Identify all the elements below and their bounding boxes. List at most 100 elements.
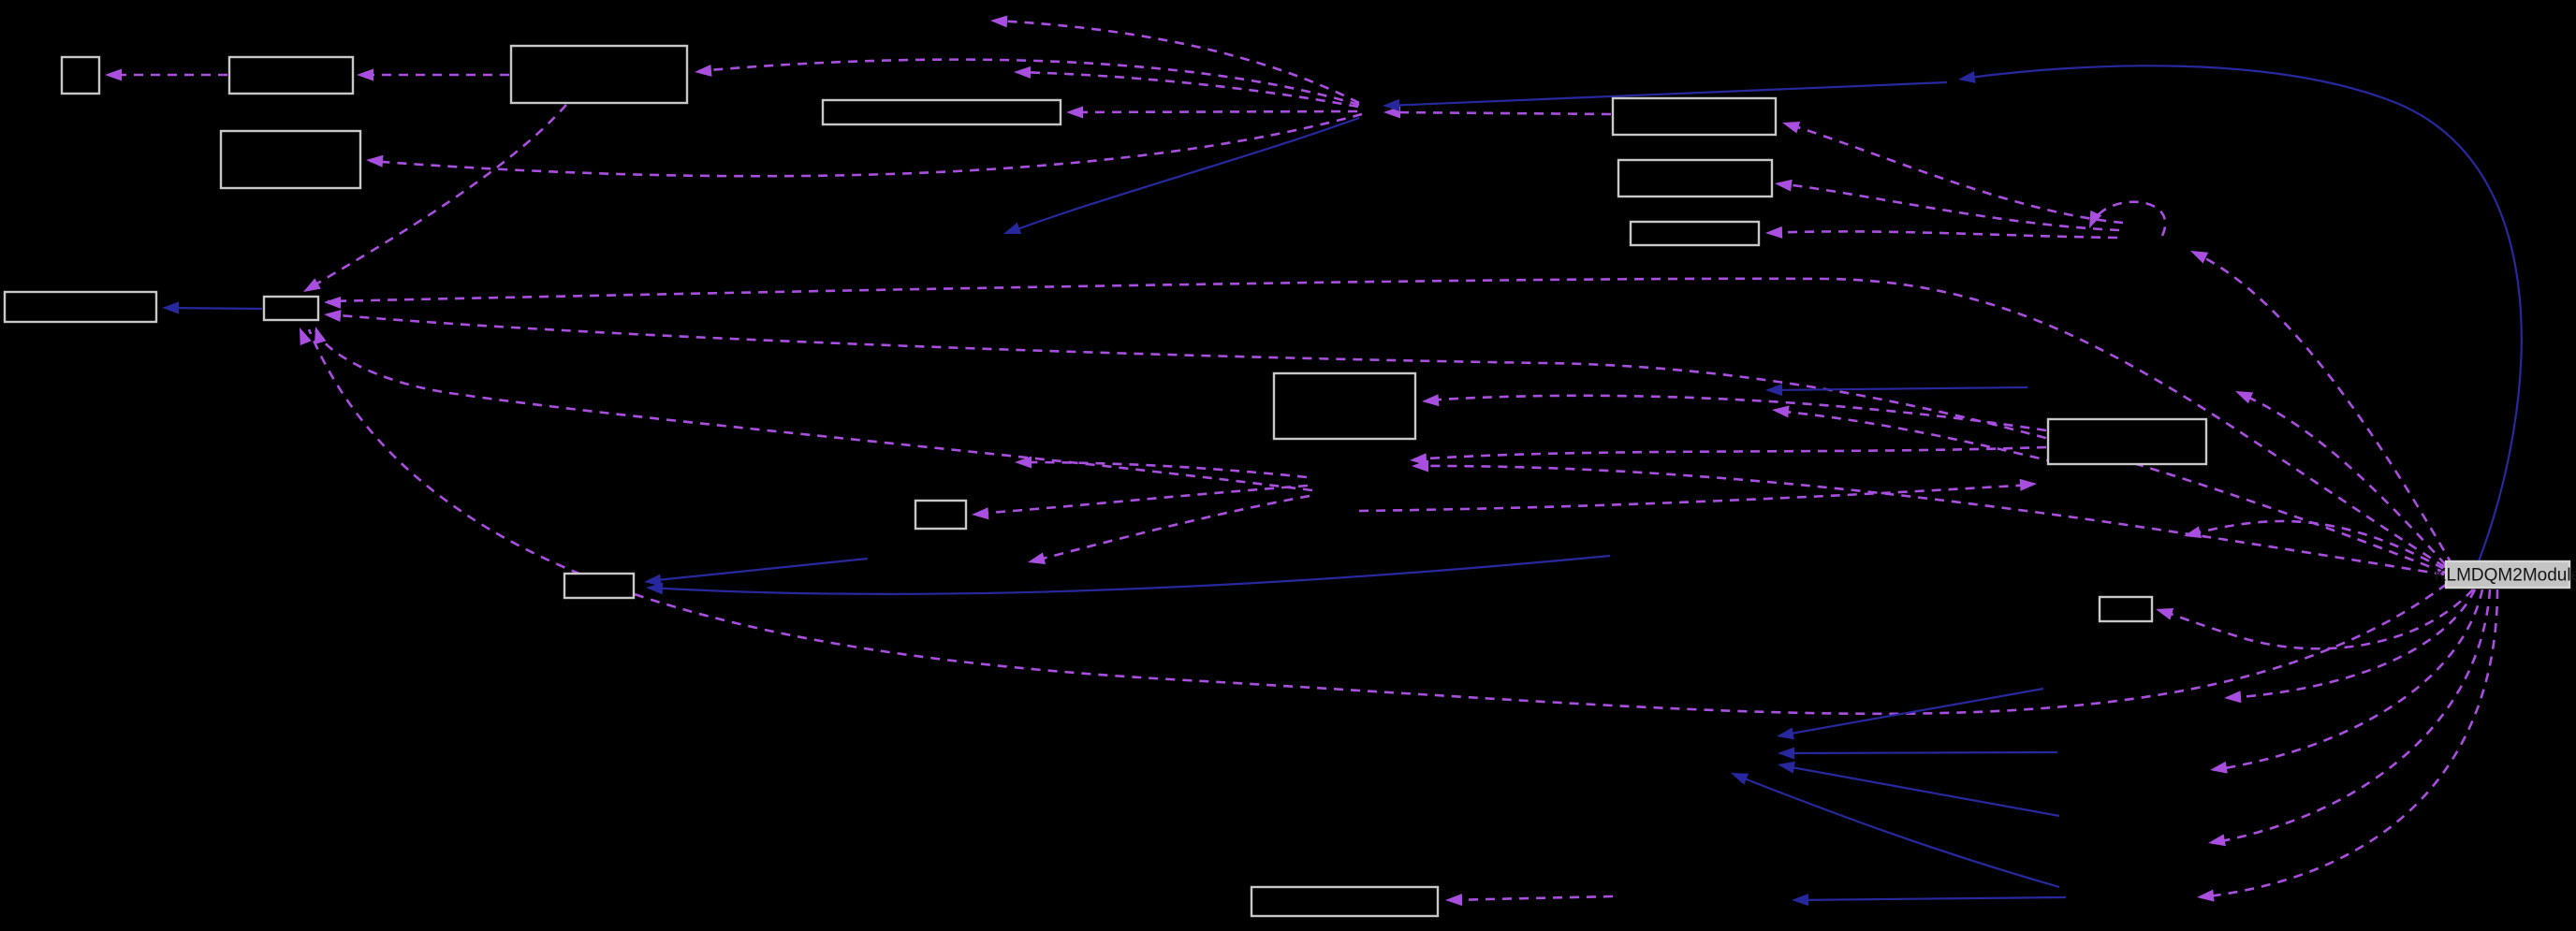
graph-edge-e-l-k — [1425, 394, 2047, 432]
arrowhead-icon — [1778, 747, 1794, 760]
graph-edge-e-hubtop-t2 — [1017, 70, 1359, 109]
arrowhead-icon — [1772, 405, 1790, 418]
arrowhead-icon — [1765, 384, 1783, 397]
arrowhead-icon — [644, 574, 662, 587]
graph-edge-e-klm-hubright — [2193, 251, 2454, 566]
edges-layer — [105, 15, 2523, 907]
arrowhead-icon — [324, 296, 342, 309]
arrowhead-icon — [1422, 394, 1440, 407]
graph-node-node-c[interactable] — [509, 44, 689, 105]
graph-edge-e-loop — [2089, 200, 2167, 237]
graph-edge-e-blue-n-2 — [649, 554, 1611, 595]
arrowhead-icon — [315, 327, 327, 345]
arrowhead-icon — [2089, 210, 2102, 228]
graph-edge-e-j-i — [165, 306, 263, 311]
arrowhead-icon — [2156, 608, 2174, 620]
graph-edge-e-klm-t960 — [2200, 589, 2499, 899]
arrowhead-icon — [303, 278, 321, 292]
graph-node-node-h[interactable] — [1629, 220, 1761, 247]
graph-edge-e-hubright-f — [1785, 122, 2124, 225]
arrowhead-icon — [2019, 478, 2037, 491]
arrowhead-icon — [1782, 122, 1801, 134]
arrowhead-icon — [1412, 459, 1428, 473]
arrowhead-icon — [324, 310, 342, 323]
arrowhead-icon — [357, 68, 373, 81]
graph-edge-e-klm-arc — [1961, 65, 2523, 562]
graph-edge-e-klm-t8 — [2238, 391, 2447, 566]
graph-edge-e-hubk-t5 — [1017, 460, 1308, 479]
arrowhead-icon — [2190, 251, 2209, 264]
graph-edge-e-klm-t824 — [2213, 589, 2484, 772]
graph-node-node-n[interactable] — [563, 572, 636, 600]
nodes-layer: KLMDQM2Module — [3, 44, 2576, 918]
arrowhead-icon — [2224, 691, 2242, 704]
graph-edge-e-blue-fan-3 — [1780, 764, 2060, 818]
graph-edge-e-hubk-m — [974, 484, 1309, 516]
graph-edge-e-l-hubk — [1412, 445, 2047, 461]
arrowhead-icon — [1778, 761, 1795, 774]
graph-edge-e-f-hubtop — [1386, 110, 1612, 116]
graph-edge-e-klm-t902 — [2211, 589, 2492, 845]
arrowhead-icon — [105, 68, 122, 81]
arrowhead-icon — [2197, 889, 2215, 902]
arrowhead-icon — [1958, 71, 1976, 83]
graph-node-node-j[interactable] — [262, 295, 320, 322]
graph-edge-e-klm-t575 — [2187, 519, 2445, 571]
arrowhead-icon — [1775, 179, 1793, 192]
graph-edge-e-blue-fan-2 — [1780, 750, 2058, 755]
graph-edge-e-klm-j-3 — [307, 328, 2448, 716]
graph-edge-e-hubtop-t3 — [1006, 116, 1360, 235]
graph-node-node-e[interactable] — [821, 98, 1062, 126]
graph-node-node-b[interactable] — [227, 55, 355, 95]
arrowhead-icon — [1066, 106, 1083, 119]
graph-node-node-p[interactable] — [1250, 885, 1440, 918]
graph-edge-e-blue-t7 — [1768, 385, 2028, 392]
graph-edge-e-c-j — [305, 104, 567, 292]
arrowhead-icon — [366, 154, 384, 167]
graph-node-node-g[interactable] — [1617, 158, 1774, 198]
graph-node-node-a[interactable] — [60, 55, 101, 95]
graph-edge-e-t4-hubtop — [1385, 80, 1948, 108]
graph-node-node-f[interactable] — [1611, 96, 1778, 137]
arrowhead-icon — [1383, 98, 1400, 111]
graph-edge-e-klm-o — [2159, 589, 2474, 650]
graph-edge-e-hubtop-e — [1069, 109, 1358, 114]
graph-node-node-i[interactable] — [3, 290, 158, 324]
arrowhead-icon — [1028, 552, 1046, 564]
graph-node-klmdqm2module[interactable] — [2444, 560, 2571, 589]
graph-edge-e-klm-t745 — [2227, 589, 2477, 700]
graph-edge-e-hubtop-t1 — [993, 19, 1360, 105]
graph-node-node-d[interactable] — [219, 129, 362, 190]
graph-node-node-k[interactable] — [1272, 371, 1417, 441]
graph-node-node-l[interactable] — [2046, 417, 2208, 466]
arrowhead-icon — [1765, 225, 1783, 239]
graph-edge-e-blue-bottom — [1794, 895, 2067, 902]
graph-edge-e-hubtop-c — [697, 58, 1360, 107]
graph-edge-e-l-t7 — [1775, 409, 2056, 464]
arrowhead-icon — [2235, 391, 2254, 404]
graph-edge-e-blue-fan-1 — [1779, 687, 2044, 737]
arrowhead-icon — [972, 507, 989, 520]
arrowhead-icon — [1731, 773, 1749, 785]
arrowhead-icon — [1015, 456, 1032, 469]
arrowhead-icon — [1445, 894, 1463, 907]
arrowhead-icon — [990, 15, 1008, 28]
arrowhead-icon — [2208, 834, 2226, 847]
graph-edge-e-hubk-j — [314, 328, 1313, 492]
graph-edge-e-src-p — [1448, 895, 1614, 902]
arrowhead-icon — [2210, 761, 2228, 774]
arrowhead-icon — [162, 301, 179, 314]
graph-edge-e-hubright-h — [1768, 230, 2118, 240]
arrowhead-icon — [646, 582, 664, 595]
graph-edge-e-blue-fan-4 — [1734, 773, 2060, 889]
arrowhead-icon — [300, 327, 312, 346]
graph-edge-e-klm-hubk — [1414, 464, 2445, 576]
graph-edge-e-hubright-g — [1778, 182, 2120, 232]
arrowhead-icon — [1003, 222, 1022, 234]
graph-node-node-m[interactable] — [914, 499, 968, 531]
graph-node-node-o[interactable] — [2098, 595, 2154, 623]
graph-edge-e-hubk-l — [1358, 483, 2034, 513]
graph-edge-e-hubk-t6 — [1031, 494, 1310, 563]
